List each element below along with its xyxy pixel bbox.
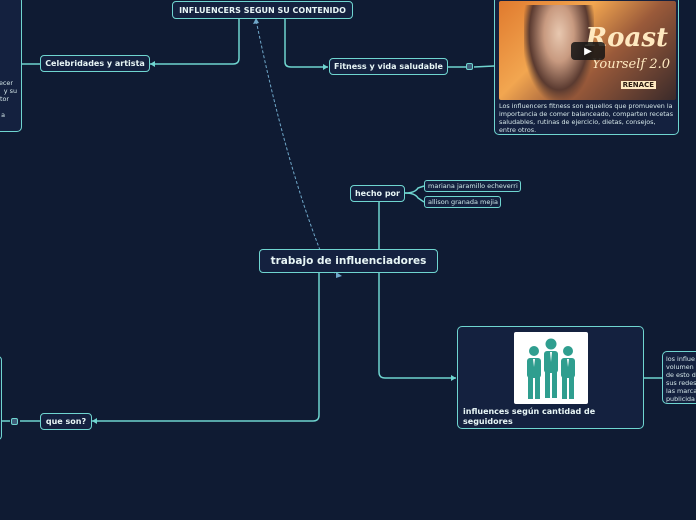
central-topic[interactable]: trabajo de influenciadores xyxy=(259,249,438,273)
fitness-node[interactable]: Fitness y vida saludable xyxy=(329,58,448,75)
author-name: mariana jaramillo echeverri xyxy=(428,182,518,190)
video-brand: RENACE xyxy=(620,81,656,89)
left-card-line: ecer xyxy=(0,79,13,87)
right-card-line: volumen xyxy=(666,363,694,371)
node-label: Celebridades y artista xyxy=(45,59,145,68)
seguidores-card[interactable]: influences según cantidad de seguidores xyxy=(457,326,644,429)
celebridades-node[interactable]: Celebridades y artista xyxy=(40,55,150,72)
collapse-toggle[interactable] xyxy=(11,418,18,425)
left-description-card[interactable]: ecer y su tor a xyxy=(0,0,22,132)
left-card-line: tor xyxy=(0,95,9,103)
right-description-card[interactable]: los influe volumen de esto d sus redes l… xyxy=(662,351,696,404)
influencers-contenido-node[interactable]: INFLUENCERS SEGUN SU CONTENIDO xyxy=(172,1,353,19)
left-card-line: a xyxy=(1,111,5,119)
node-label: INFLUENCERS SEGUN SU CONTENIDO xyxy=(179,5,346,15)
author-node[interactable]: allison granada mejia xyxy=(424,196,501,208)
video-thumbnail[interactable]: Roast Yourself 2.0 RENACE ▶ xyxy=(499,1,676,100)
hecho-por-node[interactable]: hecho por xyxy=(350,185,405,202)
collapse-toggle[interactable] xyxy=(466,63,473,70)
central-label: trabajo de influenciadores xyxy=(270,255,427,267)
author-node[interactable]: mariana jaramillo echeverri xyxy=(424,180,521,192)
seguidores-label: influences según cantidad de seguidores xyxy=(463,407,596,426)
node-label: hecho por xyxy=(354,189,400,198)
video-subtitle: Yourself 2.0 xyxy=(591,57,670,72)
left-card-line: y su xyxy=(3,87,17,95)
right-card-line: los influe xyxy=(666,355,695,363)
author-name: allison granada mejia xyxy=(428,198,498,206)
node-label: Fitness y vida saludable xyxy=(334,62,443,71)
group-people-icon xyxy=(514,332,588,404)
play-button[interactable]: ▶ xyxy=(571,42,605,60)
left-bottom-card[interactable] xyxy=(0,356,2,440)
right-card-line: de esto d xyxy=(666,371,696,379)
play-icon: ▶ xyxy=(584,45,592,57)
fitness-card[interactable]: Roast Yourself 2.0 RENACE ▶ Los influenc… xyxy=(494,0,679,135)
right-card-line: publicida xyxy=(666,395,695,403)
node-label: que son? xyxy=(45,417,87,426)
fitness-description: Los influencers fitness son aquellos que… xyxy=(499,102,674,134)
right-card-line: las marca xyxy=(666,387,696,395)
que-son-node[interactable]: que son? xyxy=(40,413,92,430)
right-card-line: sus redes xyxy=(666,379,696,387)
